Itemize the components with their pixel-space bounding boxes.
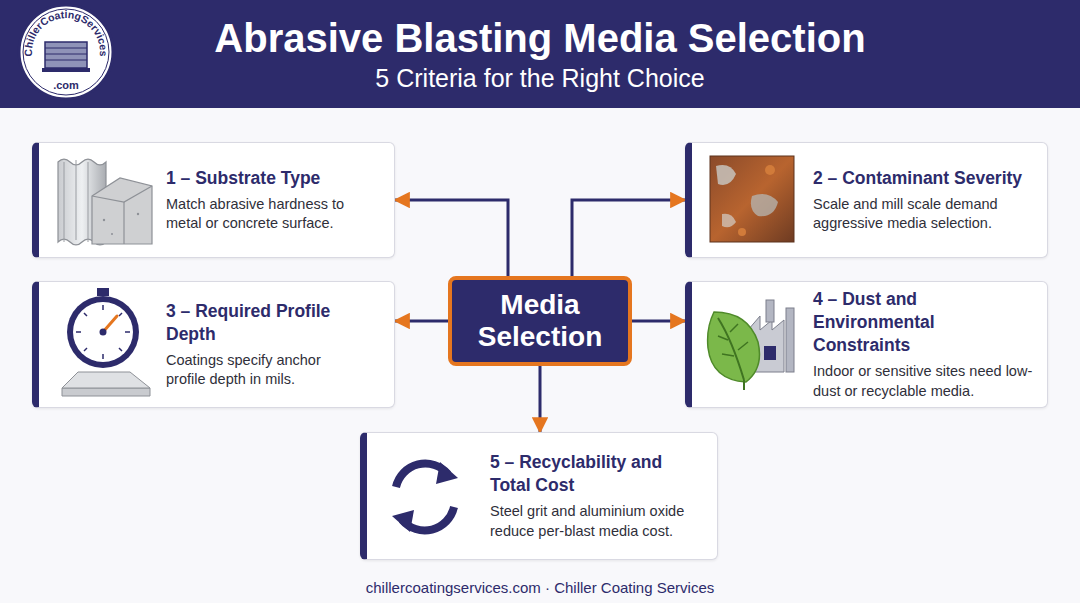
icon-shape — [67, 296, 139, 368]
icon-shape — [42, 68, 90, 72]
criterion-box: 2 – Contaminant SeverityScale and mill s… — [685, 142, 1048, 258]
logo-circle — [19, 5, 113, 99]
icon-shape — [123, 202, 124, 244]
header-band: Abrasive Blasting Media Selection 5 Crit… — [0, 0, 1080, 108]
icon-shape — [97, 288, 109, 296]
icon-shape — [45, 48, 87, 49]
icon-shape — [76, 160, 77, 240]
footer-text: chillercoatingservices.com · Chiller Coa… — [0, 578, 1080, 598]
icon-shape — [396, 464, 448, 487]
icon-shape — [45, 42, 87, 68]
criterion-box: 5 – Recyclability and Total CostSteel gr… — [360, 432, 718, 560]
hub-label: Media Selection — [452, 289, 628, 353]
criterion-body: Coatings specify anchor profile depth in… — [166, 351, 356, 390]
substrate-icon — [58, 159, 152, 245]
icon-shape — [710, 156, 794, 242]
criterion-heading: 5 – Recyclability and Total Cost — [490, 451, 700, 497]
icon-shape — [64, 162, 65, 242]
icon-shape — [751, 194, 778, 216]
icon-shape — [45, 60, 87, 61]
icon-shape — [119, 348, 122, 351]
icon-shape — [748, 316, 784, 372]
criterion-heading: 1 – Substrate Type — [166, 167, 394, 190]
icon-shape — [88, 162, 89, 242]
icon-shape — [764, 346, 776, 360]
icon-shape — [722, 214, 736, 228]
criterion-heading: 2 – Contaminant Severity — [813, 167, 1043, 190]
icon-shape — [125, 331, 130, 333]
icon-shape — [73, 302, 133, 362]
criterion-heading: 3 – Required Profile Depth — [166, 300, 366, 346]
icon-shape — [100, 329, 107, 336]
criterion-body: Steel grit and aluminium oxide reduce pe… — [490, 502, 710, 541]
diagram-title: Abrasive Blasting Media Selection — [130, 14, 950, 62]
criterion-body: Match abrasive hardness to metal or conc… — [166, 195, 371, 234]
icon-shape — [103, 316, 117, 332]
icon-shape — [392, 510, 414, 532]
icon-shape — [738, 228, 746, 236]
icon-shape — [718, 324, 748, 356]
logo-text-wrap: ChillerCoatingServices — [22, 8, 110, 57]
subtitle: 5 Criteria for the Right Choice — [130, 63, 950, 93]
logo-text: ChillerCoatingServices — [22, 8, 110, 57]
icon-shape — [716, 165, 736, 185]
icon-shape — [708, 312, 760, 382]
icon-shape — [84, 348, 87, 351]
criterion-box: 4 – Dust and Environmental ConstraintsIn… — [685, 281, 1048, 408]
icon-shape — [92, 186, 152, 202]
icon-shape — [786, 308, 794, 372]
logo-building — [42, 42, 90, 72]
criterion-heading: 4 – Dust and Environmental Constraints — [813, 288, 1013, 357]
icon-shape — [765, 165, 775, 175]
icon-shape — [76, 305, 130, 359]
connector-arrow — [572, 200, 685, 276]
logo: ChillerCoatingServices .com — [0, 0, 140, 108]
icon-shape — [102, 305, 104, 310]
criterion-box: 3 – Required Profile DepthCoatings speci… — [32, 281, 395, 408]
icon-shape — [137, 213, 139, 215]
connector-arrow — [395, 320, 448, 323]
icon-shape — [58, 159, 106, 245]
icon-shape — [45, 54, 87, 55]
gauge-icon — [62, 288, 150, 396]
icon-shape — [119, 313, 122, 316]
icon-shape — [766, 300, 774, 322]
icon-shape — [102, 354, 104, 359]
criterion-body: Scale and mill scale demand aggressive m… — [813, 195, 1018, 234]
recycle-icon — [392, 462, 458, 532]
icon-shape — [62, 388, 150, 396]
contaminant-icon — [710, 156, 794, 242]
icon-shape — [743, 380, 745, 390]
icon-shape — [76, 331, 81, 333]
icon-shape — [92, 178, 152, 244]
criterion-body: Indoor or sensitive sites need low-dust … — [813, 362, 1035, 401]
icon-shape — [103, 219, 105, 221]
icon-shape — [436, 462, 458, 484]
icon-shape — [111, 233, 113, 235]
icon-shape — [718, 318, 744, 380]
logo-domain: .com — [53, 79, 79, 91]
icon-shape — [84, 313, 87, 316]
connector-arrow — [395, 200, 508, 276]
connector-arrow — [539, 366, 542, 432]
icon-shape — [402, 507, 454, 530]
hub-box: Media Selection — [448, 276, 632, 366]
icon-shape — [62, 372, 150, 388]
criterion-box: 1 – Substrate TypeMatch abrasive hardnes… — [32, 142, 395, 258]
environment-icon — [708, 300, 794, 390]
connector-arrow — [632, 320, 685, 323]
